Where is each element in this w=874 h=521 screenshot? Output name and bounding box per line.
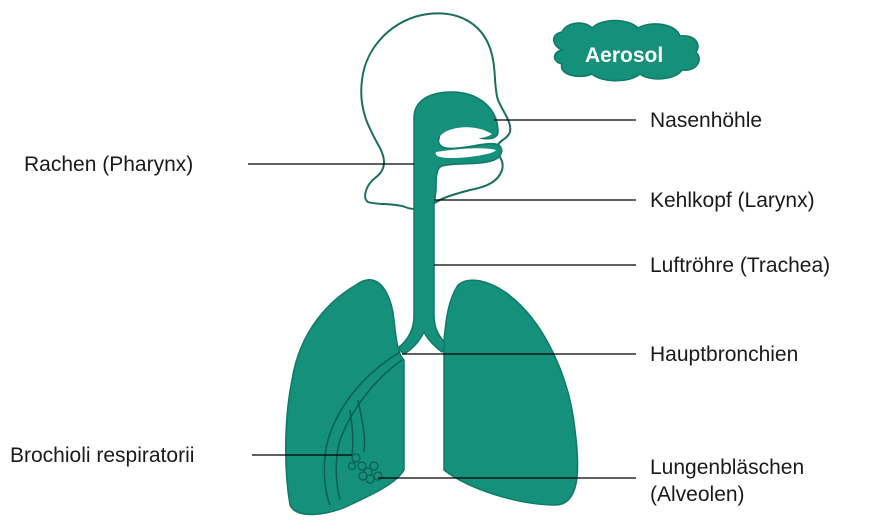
label-lungenblaeschen-line1: Lungenbläschen [650, 456, 804, 480]
lung-right [286, 280, 404, 515]
label-rachen: Rachen (Pharynx) [24, 153, 193, 177]
label-brochioli: Brochioli respiratorii [10, 444, 194, 468]
label-nasenhoehle: Nasenhöhle [650, 109, 762, 133]
label-kehlkopf: Kehlkopf (Larynx) [650, 189, 815, 213]
aerosol-label: Aerosol [585, 44, 663, 68]
label-hauptbronchien: Hauptbronchien [650, 343, 798, 367]
label-lungenblaeschen-line2: (Alveolen) [650, 483, 745, 507]
label-luftroehre: Luftröhre (Trachea) [650, 254, 830, 278]
lung-left [444, 280, 578, 505]
